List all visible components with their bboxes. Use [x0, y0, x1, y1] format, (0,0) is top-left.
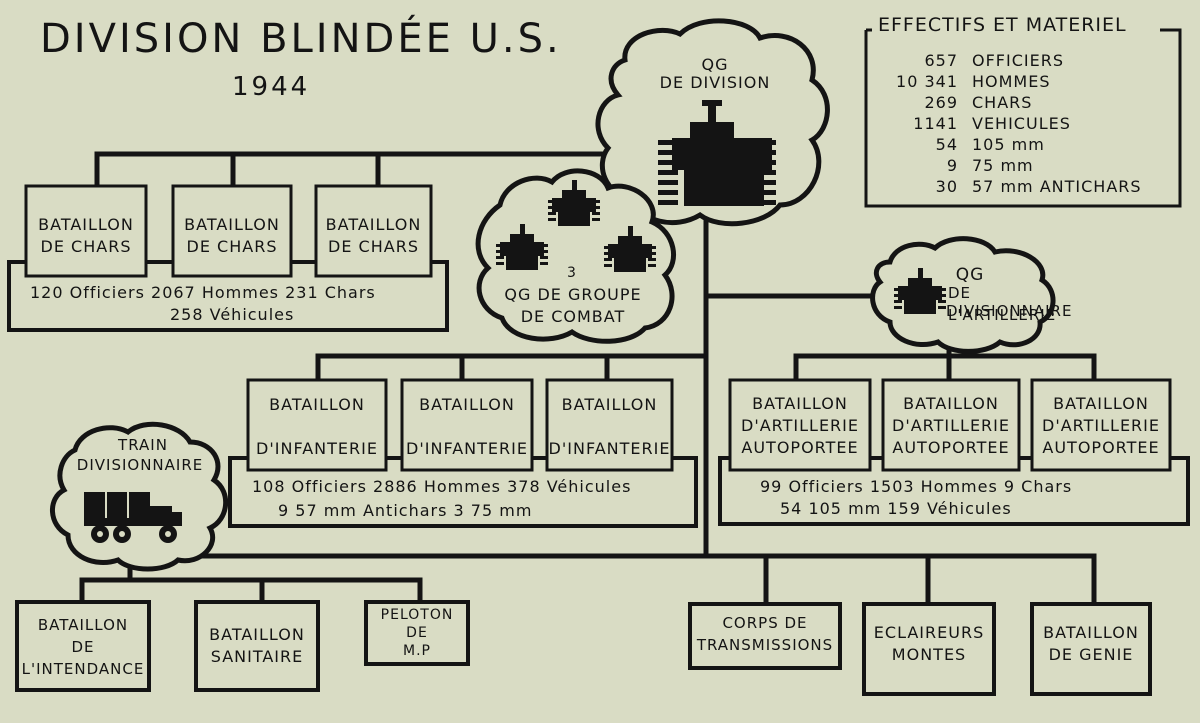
tank-battalion-label-1: BATAILLON DE CHARS	[38, 215, 134, 256]
combat-groups-cloud	[475, 168, 676, 344]
artillery-battalion-label-3: BATAILLON D'ARTILLERIE AUTOPORTEE	[1042, 394, 1160, 457]
support-mp-label: PELOTON DE M.P	[380, 607, 454, 659]
artillery-hq-cloud	[870, 236, 1056, 354]
artillery-battalion-label-2: BATAILLON D'ARTILLERIE AUTOPORTEE	[892, 394, 1010, 457]
artillery-tank-icon	[894, 268, 946, 314]
truck-icon	[84, 492, 182, 543]
artillery-hq-label-1: QG	[955, 265, 985, 285]
train-label-1: TRAIN	[118, 436, 168, 454]
small-tank-icon-1	[548, 180, 600, 226]
artillery-hq-label-2: DE L'ARTILLERIE	[948, 284, 1057, 324]
support-genie-label: BATAILLON DE GENIE	[1043, 623, 1139, 664]
infantry-summary-2: 9 57 mm Antichars 3 75 mm	[278, 501, 533, 520]
small-tank-icon-3	[604, 226, 656, 272]
infantry-summary-1: 108 Officiers 2886 Hommes 378 Véhicules	[252, 477, 632, 496]
artillery-battalion-label-1: BATAILLON D'ARTILLERIE AUTOPORTEE	[741, 394, 859, 457]
hq-label-2: DE DIVISION	[659, 73, 771, 92]
tank-icon	[658, 100, 776, 206]
infantry-battalion-label-1: BATAILLON D'INFANTERIE	[256, 395, 378, 458]
artillery-summary-1: 99 Officiers 1503 Hommes 9 Chars	[760, 477, 1073, 496]
tank-battalion-box-2	[171, 184, 293, 278]
tank-battalion-label-2: BATAILLON DE CHARS	[184, 215, 280, 256]
tank-summary-2: 258 Véhicules	[170, 305, 295, 324]
legend-title: EFFECTIFS ET MATERIEL	[872, 14, 1133, 36]
chart-year: 1944	[232, 72, 311, 102]
infantry-battalion-label-2: BATAILLON D'INFANTERIE	[406, 395, 528, 458]
combat-groups-label-1: QG DE GROUPE	[504, 285, 642, 304]
tank-battalion-label-3: BATAILLON DE CHARS	[325, 215, 422, 256]
support-transmissions-label: CORPS DE TRANSMISSIONS	[696, 614, 834, 654]
hq-label-1: QG	[701, 55, 729, 74]
support-intendance-label: BATAILLON DE L'INTENDANCE	[21, 616, 145, 678]
support-eclaireurs-label: ECLAIREURS MONTES	[873, 623, 985, 664]
tank-summary-1: 120 Officiers 2067 Hommes 231 Chars	[30, 283, 376, 302]
artillery-hq-label-3: DIVISIONNAIRE	[946, 302, 1073, 320]
tank-battalion-box-3	[314, 184, 433, 278]
infantry-battalion-label-3: BATAILLON D'INFANTERIE	[548, 395, 671, 458]
small-tank-icon-2	[496, 224, 548, 270]
tank-battalion-box-1	[24, 184, 148, 278]
chart-title: DIVISION BLINDÉE U.S.	[40, 16, 562, 62]
combat-groups-count: 3	[567, 265, 577, 281]
support-sanitaire-label: BATAILLON SANITAIRE	[209, 625, 305, 666]
train-label-2: DIVISIONNAIRE	[76, 456, 204, 474]
combat-groups-label-2: DE COMBAT	[520, 307, 626, 326]
artillery-summary-2: 54 105 mm 159 Véhicules	[780, 499, 1012, 518]
